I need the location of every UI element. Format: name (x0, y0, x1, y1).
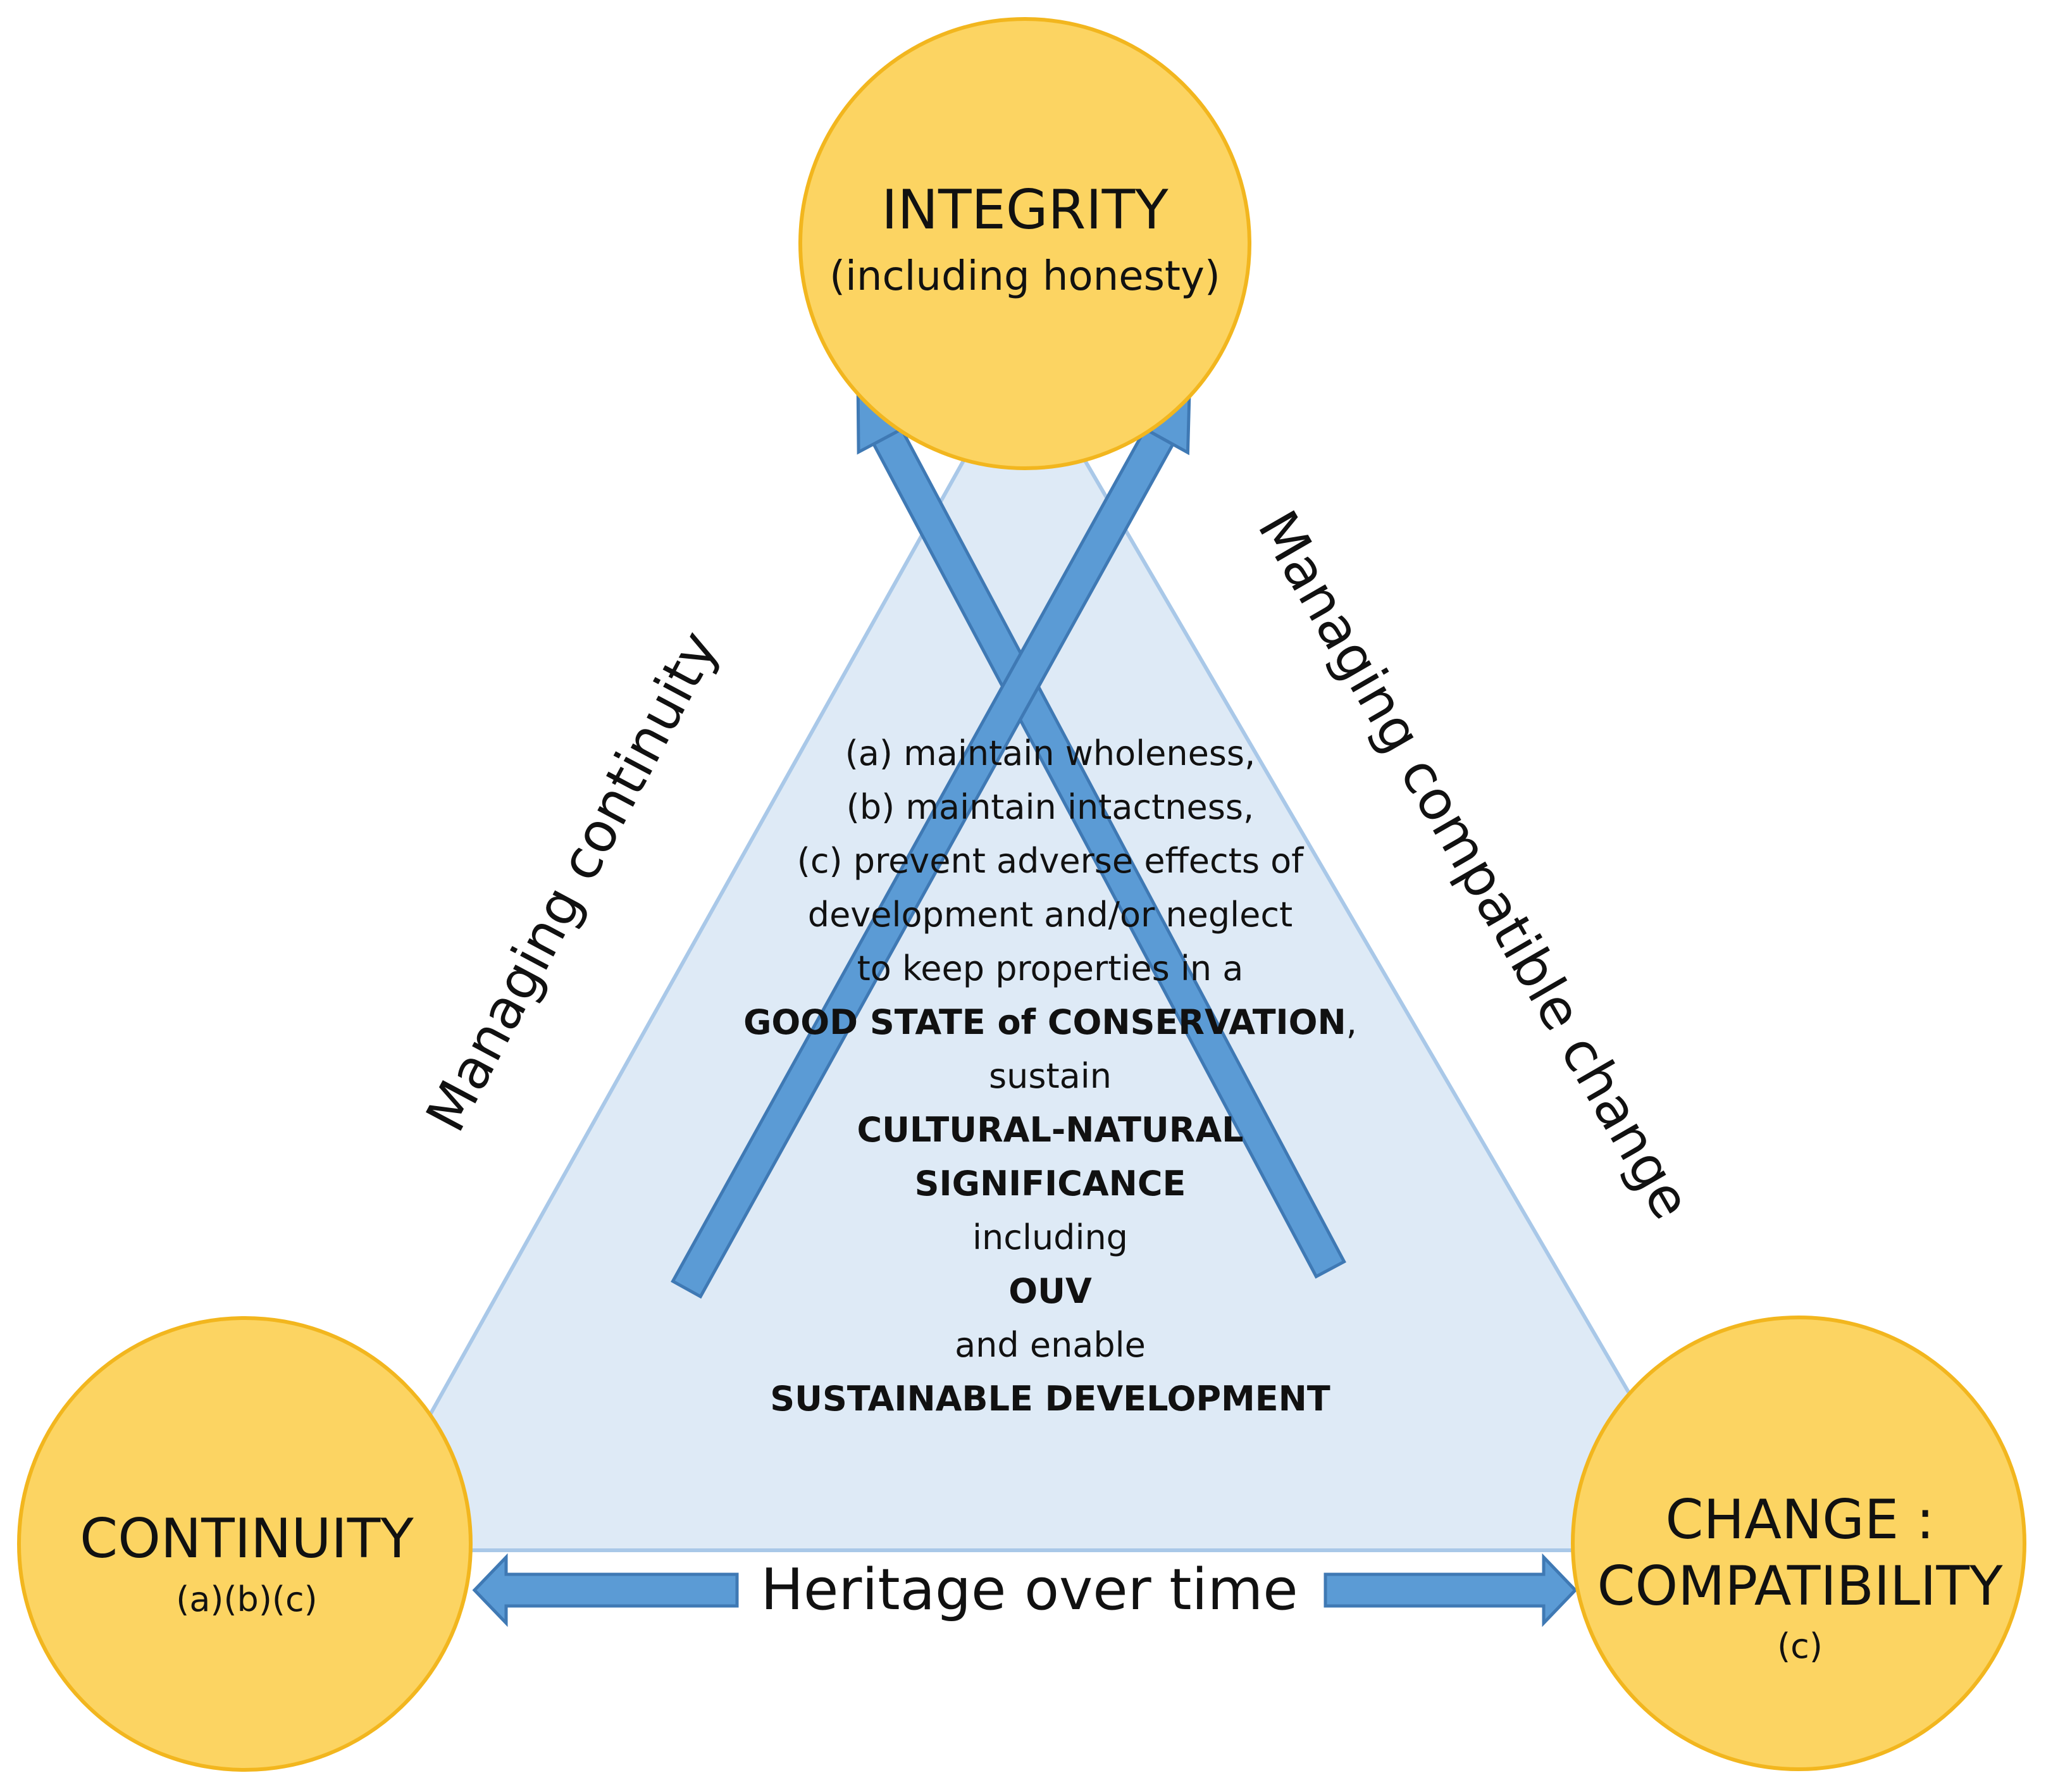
continuity-title: CONTINUITY (80, 1507, 414, 1571)
change-title-line2: COMPATIBILITY (1597, 1554, 2003, 1618)
center-line-adverse-effects: (c) prevent adverse effects of (797, 841, 1304, 881)
edge-label-heritage-over-time: Heritage over time (760, 1557, 1298, 1623)
continuity-node-label: CONTINUITY (a)(b)(c) (25, 1509, 468, 1618)
center-line-ouv: OUV (1008, 1271, 1092, 1311)
center-line-wholeness: (a) maintain wholeness, (845, 733, 1256, 773)
good-state-bold: GOOD STATE of CONSERVATION (743, 1002, 1346, 1042)
center-line-sustainable-development: SUSTAINABLE DEVELOPMENT (770, 1379, 1330, 1419)
change-title-line1: CHANGE : (1665, 1488, 1935, 1552)
good-state-comma: , (1346, 1002, 1357, 1042)
change-circle (1571, 1316, 2026, 1771)
integrity-subtitle: (including honesty) (829, 252, 1220, 300)
continuity-circle (17, 1316, 473, 1772)
change-node-label: CHANGE : COMPATIBILITY (c) (1566, 1490, 2034, 1665)
center-line-and-enable: and enable (955, 1325, 1146, 1365)
center-line-sustain: sustain (989, 1056, 1112, 1096)
center-line-good-state: GOOD STATE of CONSERVATION, (639, 995, 1461, 1049)
integrity-node-label: INTEGRITY (including honesty) (803, 180, 1246, 299)
center-line-including: including (972, 1217, 1128, 1257)
integrity-circle (798, 17, 1251, 470)
center-line-intactness: (b) maintain intactness, (846, 787, 1255, 827)
center-line-significance: SIGNIFICANCE (914, 1164, 1186, 1204)
center-line-keep-properties: to keep properties in a (857, 949, 1244, 988)
integrity-title: INTEGRITY (881, 178, 1169, 242)
continuity-subtitle: (a)(b)(c) (176, 1579, 318, 1619)
center-description: (a) maintain wholeness, (b) maintain int… (639, 726, 1461, 1426)
heritage-right-arrow (1324, 1553, 1578, 1627)
heritage-left-arrow (472, 1553, 739, 1627)
change-subtitle: (c) (1777, 1626, 1823, 1667)
center-line-cultural-natural: CULTURAL-NATURAL (857, 1110, 1244, 1150)
center-line-development: development and/or neglect (807, 895, 1293, 935)
